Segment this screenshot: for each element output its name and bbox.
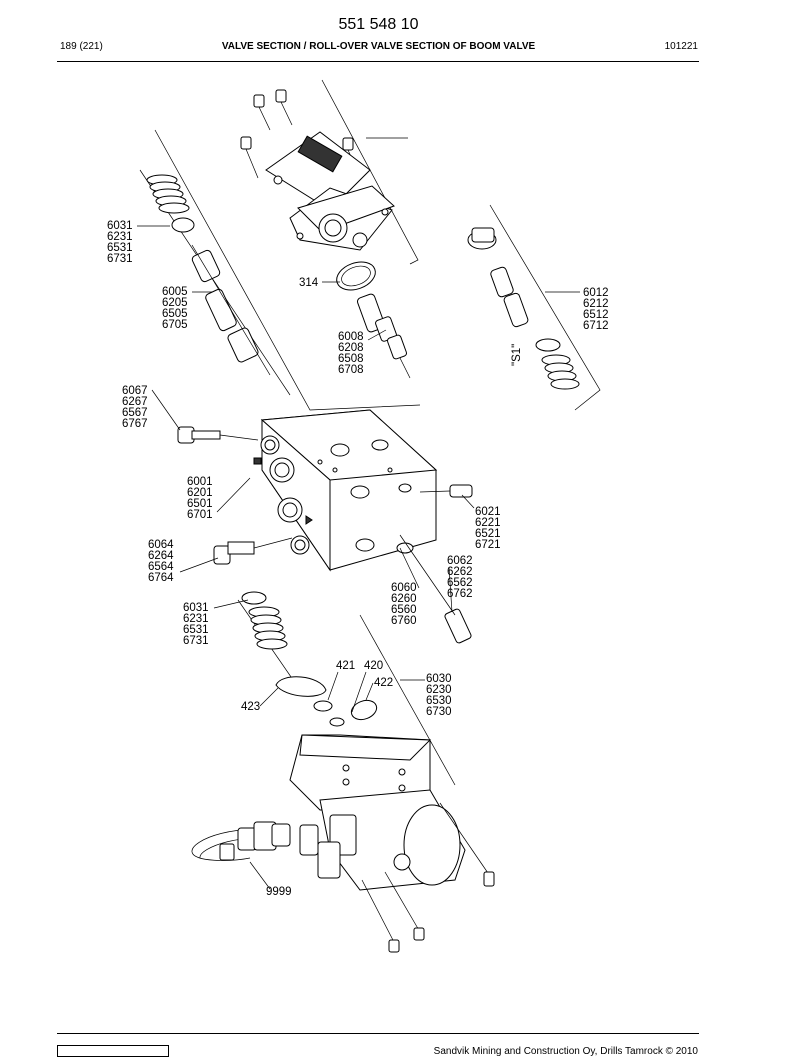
plug-6064 (213, 537, 293, 565)
callout-423: 423 (241, 701, 260, 713)
spring-icon (146, 174, 190, 214)
callout-6001-2: 6201 (187, 487, 213, 499)
callout-6008-1: 6008 (338, 331, 364, 343)
callout-6001-1: 6001 (187, 476, 213, 488)
spool-6008 (357, 293, 411, 379)
copyright-notice: Sandvik Mining and Construction Oy, Dril… (433, 1046, 698, 1057)
callout-6021-2: 6221 (475, 517, 501, 529)
plug-6067 (177, 426, 259, 444)
screw-icon (240, 136, 259, 179)
callout-6012-4: 6712 (583, 320, 609, 332)
callout-6021-4: 6721 (475, 539, 501, 551)
callout-6008-4: 6708 (338, 364, 364, 376)
callout-6005-3: 6505 (162, 308, 188, 320)
callout-421: 421 (336, 660, 355, 672)
callout-6001-3: 6501 (187, 498, 213, 510)
spring-stack-bottom (237, 591, 456, 786)
callout-6060-1: 6060 (391, 582, 417, 594)
spool-icon (191, 244, 271, 376)
callout-314: 314 (299, 277, 319, 289)
callout-6060-3: 6560 (391, 604, 417, 616)
callout-6005-4: 6705 (162, 319, 188, 331)
callout-6031-top-4: 6731 (107, 253, 133, 265)
callout-6062-3: 6562 (447, 577, 473, 589)
section-title: VALVE SECTION / ROLL-OVER VALVE SECTION … (221, 41, 536, 52)
spring-icon (541, 354, 580, 390)
callout-6031-bottom-2: 6231 (183, 613, 209, 625)
screw-icon (275, 89, 293, 126)
callout-6067-1: 6067 (122, 385, 148, 397)
spring-seat (171, 217, 195, 233)
spring-spool-stack-top (139, 129, 421, 411)
callout-6031-bottom-1: 6031 (183, 602, 209, 614)
callout-6030-1: 6030 (426, 673, 452, 685)
callout-6030-4: 6730 (426, 706, 452, 718)
callout-6064-3: 6564 (148, 561, 174, 573)
callout-6030-3: 6530 (426, 695, 452, 707)
callout-6031-top-3: 6531 (107, 242, 133, 254)
spring-stack-right (467, 204, 601, 411)
callout-6012-3: 6512 (583, 309, 609, 321)
callout-6005-1: 6005 (162, 286, 188, 298)
fitting-6021 (419, 484, 473, 498)
callout-6031-top-2: 6231 (107, 231, 133, 243)
callout-6021-1: 6021 (475, 506, 501, 518)
seal-set (275, 676, 378, 727)
callout-6008-2: 6208 (338, 342, 364, 354)
callout-6062-2: 6262 (447, 566, 473, 578)
callout-6012-2: 6212 (583, 298, 609, 310)
callout-6060-2: 6260 (391, 593, 417, 605)
actuator-assembly-bottom (289, 734, 495, 953)
callout-6064-2: 6264 (148, 550, 174, 562)
callout-6012-1: 6012 (583, 287, 609, 299)
document-date: 101221 (664, 41, 698, 52)
page-reference: 189 (221) (60, 41, 103, 52)
callout-6031-bottom-4: 6731 (183, 635, 209, 647)
callout-420: 420 (364, 660, 383, 672)
callout-6064-1: 6064 (148, 539, 174, 551)
callout-422: 422 (374, 677, 393, 689)
spring-icon (248, 606, 288, 650)
callout-6021-3: 6521 (475, 528, 501, 540)
actuator-assembly-top (240, 79, 419, 291)
footer-rule (57, 1033, 699, 1034)
document-number: 551 548 10 (338, 16, 419, 33)
fitting-6062 (399, 534, 472, 644)
valve-block (253, 409, 438, 572)
callout-6060-4: 6760 (391, 615, 417, 627)
header-rule (57, 61, 699, 62)
o-ring-314 (336, 261, 376, 291)
callout-6062-4: 6762 (447, 588, 473, 600)
screw-icon (253, 94, 271, 131)
s1-marking: "S1" (511, 344, 523, 366)
cable-harness (191, 821, 291, 861)
callout-6031-bottom-3: 6531 (183, 624, 209, 636)
callout-6064-4: 6764 (148, 572, 174, 584)
callout-6067-2: 6267 (122, 396, 148, 408)
callout-6001-4: 6701 (187, 509, 213, 521)
company-logo (57, 1045, 169, 1057)
callout-6031-top-1: 6031 (107, 220, 133, 232)
callout-6030-2: 6230 (426, 684, 452, 696)
callout-6067-3: 6567 (122, 407, 148, 419)
callout-6062-1: 6062 (447, 555, 473, 567)
callout-6067-4: 6767 (122, 418, 148, 430)
callout-9999: 9999 (266, 886, 292, 898)
callout-6008-3: 6508 (338, 353, 364, 365)
callout-6005-2: 6205 (162, 297, 188, 309)
